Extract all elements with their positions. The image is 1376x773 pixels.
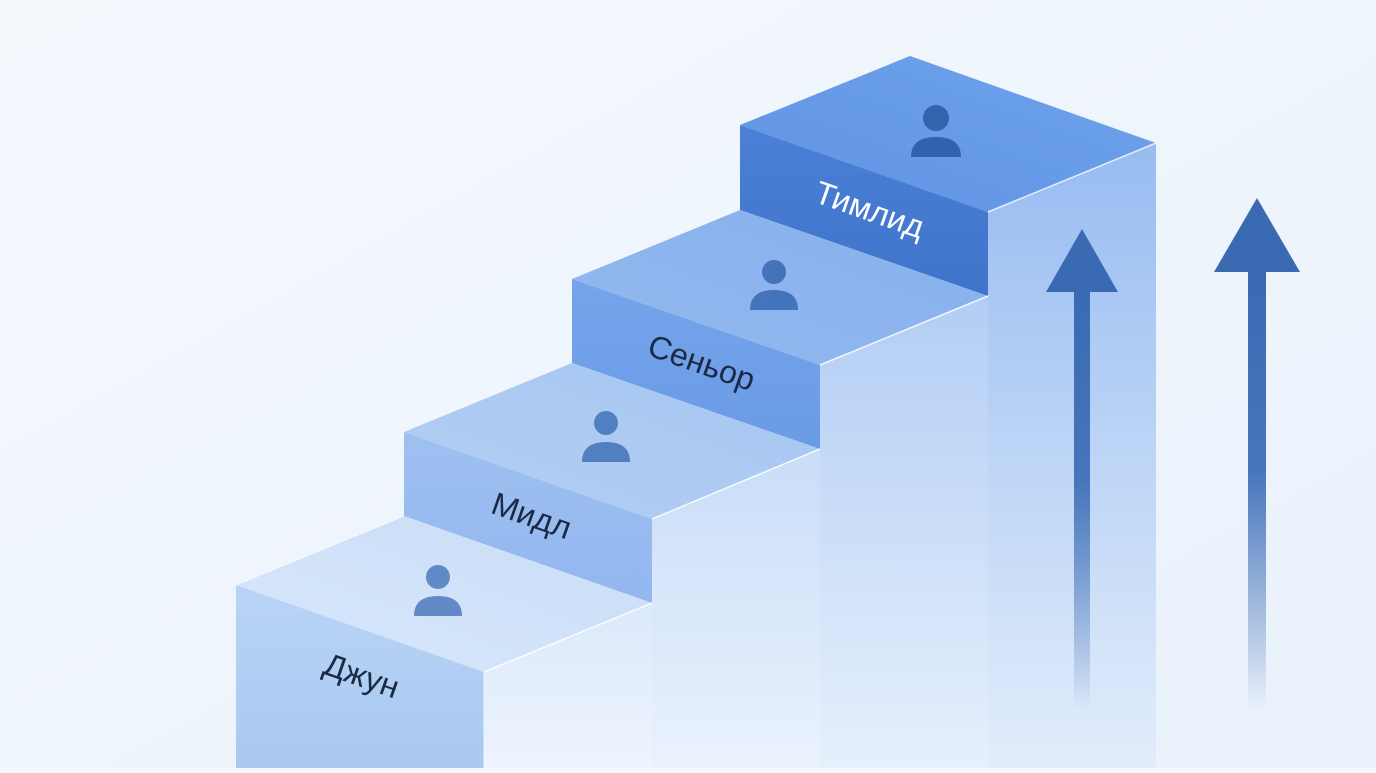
step-middle: Мидл — [404, 363, 821, 768]
step-teamlead: Тимлид — [740, 56, 1157, 768]
arrow-up-icon — [1214, 198, 1300, 711]
step-senior: Сеньор — [572, 210, 989, 768]
arrow-up-icon — [1046, 229, 1118, 711]
step-junior: Джун — [235, 515, 653, 768]
person-icon — [750, 260, 798, 310]
person-icon — [414, 565, 462, 616]
person-icon — [911, 105, 961, 157]
person-icon — [582, 411, 630, 462]
